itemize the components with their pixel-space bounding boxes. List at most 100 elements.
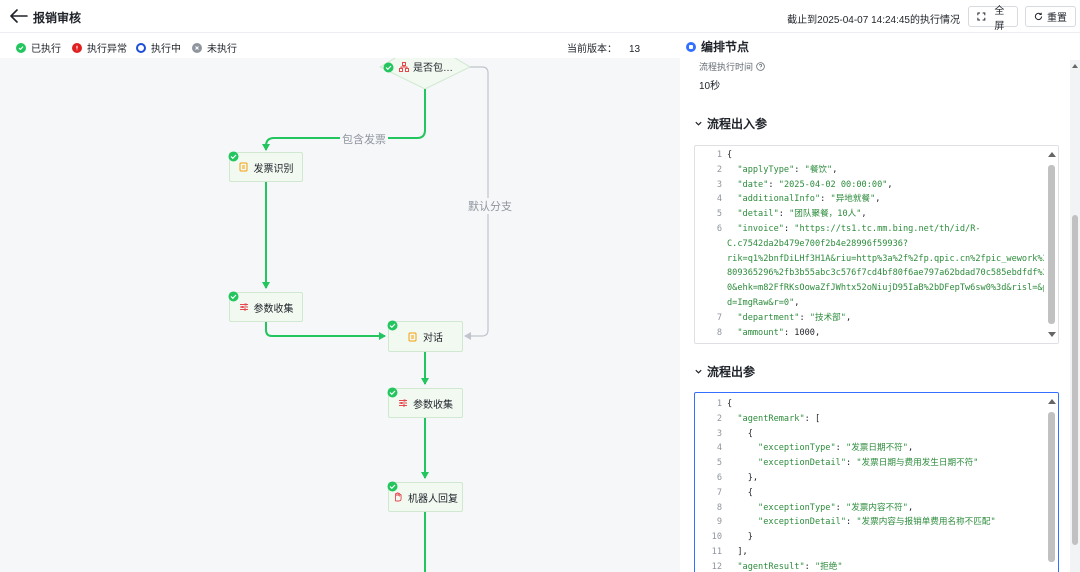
executed-badge-icon: [387, 481, 398, 492]
code-text: {: [727, 427, 753, 442]
sliders-icon: [239, 303, 248, 311]
scroll-down-icon[interactable]: [1048, 332, 1056, 337]
line-number: 4: [716, 194, 722, 205]
code-punctuation: ,: [875, 194, 881, 205]
flow-canvas[interactable]: 是否包… 包含发票 默认分支 发票识别 参数收集 对话 参数收集 机器人回复: [0, 58, 680, 572]
legend-label: 执行中: [151, 44, 181, 55]
legend-running: 执行中: [136, 40, 181, 55]
code-string: rik=q1%2bnfDiLHf3H1A&riu=http%3a%2f%2fp.…: [727, 253, 1044, 264]
scroll-up-icon[interactable]: [1048, 152, 1056, 157]
code-text: C.c7542da2b479e700f2b4e28996f59936?: [727, 237, 908, 252]
code-punctuation: :: [820, 194, 831, 205]
code-punctuation: ,: [887, 179, 893, 190]
line-number: 8: [716, 327, 722, 338]
scrollbar-thumb[interactable]: [1048, 412, 1055, 562]
line-number: 10: [711, 532, 722, 543]
code-line: 0rik=q1%2bnfDiLHf3H1A&riu=http%3a%2f%2fp…: [695, 252, 1044, 267]
node-invoice-recognition[interactable]: 发票识别: [228, 151, 303, 182]
code-string: "additionalInfo": [737, 194, 821, 205]
code-punctuation: :: [794, 164, 805, 175]
node-param-collect-1[interactable]: 参数收集: [228, 291, 303, 322]
code-line: 4 "additionalInfo": "异地就餐",: [695, 192, 1044, 207]
code-punctuation: [727, 165, 737, 175]
line-number: 5: [716, 458, 722, 469]
hand-icon: [395, 492, 402, 502]
node-bot-reply[interactable]: 机器人回复: [387, 481, 463, 512]
code-punctuation: },: [727, 472, 759, 483]
code-punctuation: [727, 180, 737, 190]
reset-button[interactable]: 重置: [1025, 6, 1076, 27]
condition-node[interactable]: 是否包…: [399, 59, 453, 74]
code-punctuation: ,: [832, 164, 838, 175]
editor-scrollbar[interactable]: [1045, 393, 1058, 572]
fullscreen-button[interactable]: 全屏: [968, 6, 1018, 32]
edge-label-default-branch: 默认分支: [466, 198, 514, 214]
code-text: "additionalInfo": "异地就餐",: [727, 192, 880, 207]
code-punctuation: [727, 224, 737, 234]
current-version: 当前版本：13: [567, 40, 640, 55]
panel-scrollbar[interactable]: [1070, 60, 1080, 572]
line-number: 0: [695, 296, 727, 311]
line-number: 6: [716, 472, 722, 483]
node-label: 对话: [423, 333, 443, 344]
back-arrow-icon[interactable]: [10, 9, 28, 23]
check-icon: [16, 42, 26, 53]
edge-label-contains-invoice: 包含发票: [340, 131, 388, 147]
code-string: "exceptionType": [758, 502, 836, 513]
line-number: 2: [716, 413, 722, 424]
code-lines: 1{2 "applyType": "餐饮",3 "date": "2025-04…: [695, 146, 1044, 343]
line-number: 1: [716, 399, 722, 409]
chat-icon: [408, 332, 417, 341]
node-param-collect-2[interactable]: 参数收集: [387, 387, 463, 418]
error-icon: [72, 42, 82, 53]
code-line: 0d=ImgRaw&r=0",: [695, 296, 1044, 311]
node-dialog[interactable]: 对话: [387, 320, 463, 352]
code-line: 7 {: [695, 486, 1044, 501]
code-text: "agentResult": "拒绝": [727, 560, 842, 572]
code-string: "餐饮": [804, 164, 833, 175]
line-number: 7: [716, 312, 722, 323]
scrollbar-thumb[interactable]: [1048, 165, 1055, 324]
scroll-up-icon[interactable]: [1048, 399, 1056, 404]
code-line: 8 "ammount": 1000,: [695, 326, 1044, 341]
code-text: d=ImgRaw&r=0",: [727, 296, 799, 311]
line-number: 3: [716, 179, 722, 190]
code-line: 5 "detail": "团队聚餐，10人",: [695, 207, 1044, 222]
code-text: },: [727, 471, 758, 486]
code-punctuation: [727, 313, 737, 323]
input-section-header[interactable]: 流程出入参: [694, 115, 767, 132]
code-punctuation: ],: [727, 546, 748, 557]
code-line: 11 ],: [695, 545, 1044, 560]
code-punctuation: ,: [861, 209, 867, 220]
code-string: 0&ehk=m82FfRKsOowaZfJWhtx52oNiujD95IaB%2…: [727, 283, 1044, 294]
exec-time-value: 10秒: [699, 81, 721, 92]
code-string: "https://ts1.tc.mm.bing.net/th/id/R-: [794, 223, 981, 234]
not-executed-icon: [192, 42, 202, 53]
code-text: {: [727, 397, 732, 412]
output-section-header[interactable]: 流程出参: [694, 363, 755, 380]
code-line: 8 "exceptionType": "发票内容不符",: [695, 501, 1044, 516]
code-string: "技术部": [809, 312, 846, 323]
code-punctuation: : [: [804, 413, 821, 424]
code-punctuation: {: [727, 399, 733, 409]
code-string: d=ImgRaw&r=0": [727, 297, 795, 308]
code-punctuation: :: [778, 209, 790, 220]
code-punctuation: [727, 562, 737, 572]
document-icon: [239, 162, 247, 172]
code-string: "exceptionType": [758, 443, 836, 454]
code-string: "exceptionDetail": [758, 517, 847, 528]
code-line: 3 "date": "2025-04-02 00:00:00",: [695, 178, 1044, 193]
page-title: 报销审核: [33, 11, 82, 25]
output-params-editor[interactable]: 1{2 "agentRemark": [3 {4 "exceptionType"…: [694, 392, 1059, 572]
code-punctuation: ,: [845, 312, 852, 323]
version-label: 当前版本：: [567, 44, 617, 55]
code-text: "agentRemark": [: [727, 412, 820, 427]
code-text: "exceptionType": "发票内容不符",: [727, 501, 913, 516]
help-icon[interactable]: [756, 62, 765, 71]
reset-label: 重置: [1047, 13, 1067, 24]
scroll-up-icon[interactable]: [1072, 64, 1078, 68]
editor-scrollbar[interactable]: [1045, 146, 1058, 343]
input-params-editor[interactable]: 1{2 "applyType": "餐饮",3 "date": "2025-04…: [694, 145, 1059, 344]
code-punctuation: [727, 503, 758, 513]
scrollbar-thumb[interactable]: [1072, 215, 1078, 545]
